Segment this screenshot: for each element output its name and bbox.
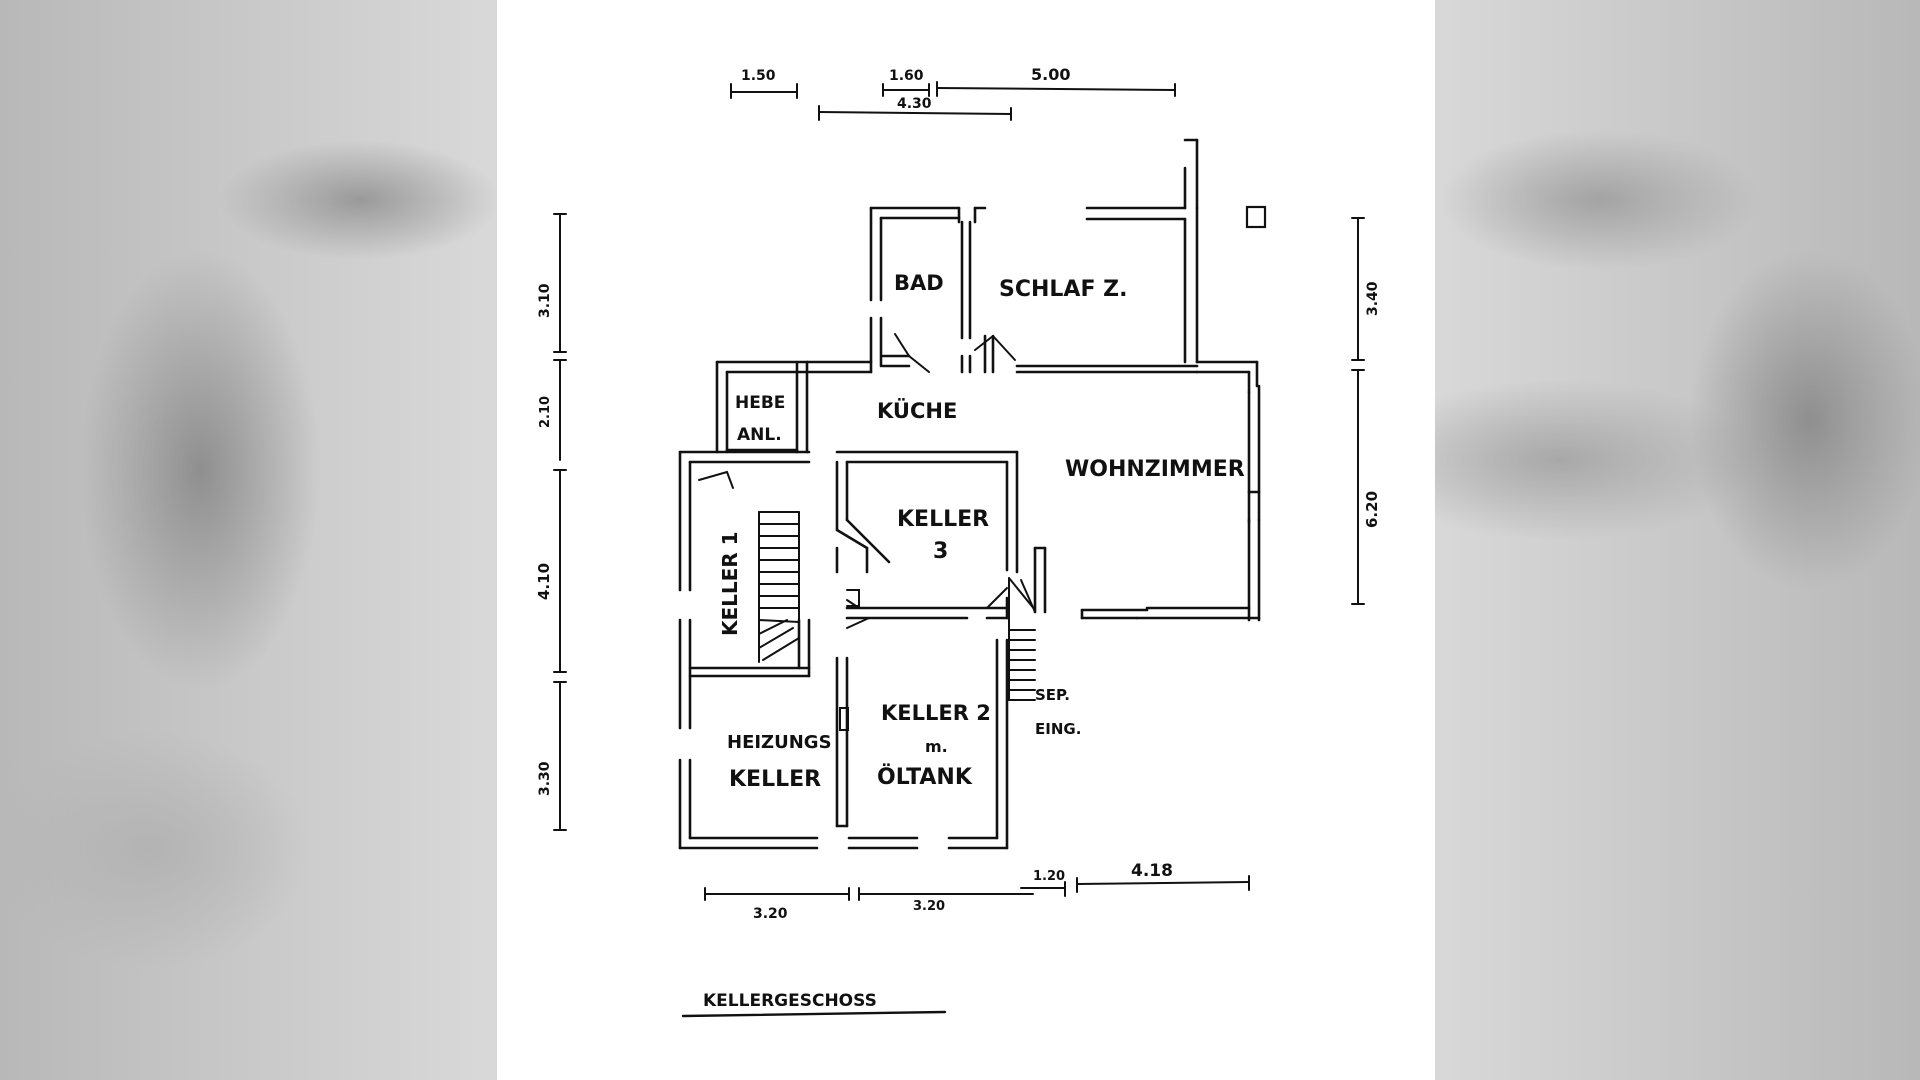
dim-top-1: 1.50 (741, 68, 776, 84)
room-label-keller-3: KELLER (897, 507, 989, 532)
dim-bottom-2: 3.20 (913, 899, 945, 914)
room-label-sep-eingang-1: SEP. (1035, 686, 1070, 704)
room-label-bad: BAD (894, 271, 944, 295)
room-label-kueche: KÜCHE (877, 398, 957, 423)
dim-left-3: 4.10 (535, 563, 553, 600)
door-swings (698, 333, 1016, 731)
dim-top-3: 5.00 (1031, 65, 1070, 84)
dim-bottom-1: 3.20 (753, 906, 788, 922)
dim-bottom-3: 1.20 (1033, 869, 1065, 884)
drawing-title: KELLERGESCHOSS (703, 991, 877, 1011)
dim-top-4: 4.30 (897, 96, 932, 112)
walls (678, 138, 1267, 850)
room-label-keller-2: KELLER 2 (881, 701, 991, 725)
dimension-lines (553, 81, 1365, 901)
room-label-hebeanlage-2: ANL. (737, 425, 782, 445)
room-label-wohnzimmer: WOHNZIMMER (1065, 457, 1245, 482)
dim-left-4: 3.30 (537, 761, 553, 796)
room-label-schlafzimmer: SCHLAF Z. (999, 277, 1127, 302)
room-label-keller-2-m: m. (925, 737, 948, 756)
room-label-heizung-2: KELLER (729, 767, 821, 792)
separate-entrance-stairs (1008, 577, 1036, 701)
dim-bottom-4: 4.18 (1131, 861, 1173, 881)
dim-right-1: 3.40 (1365, 281, 1381, 316)
dim-top-2: 1.60 (889, 68, 924, 84)
room-label-keller-1: KELLER 1 (718, 531, 742, 636)
room-label-oeltank: ÖLTANK (877, 764, 973, 790)
room-label-keller-3-number: 3 (933, 539, 948, 564)
room-label-heizung-1: HEIZUNGS (727, 732, 832, 753)
title-underline (681, 1010, 947, 1018)
dim-left-1: 3.10 (537, 283, 553, 318)
dim-right-2: 6.20 (1363, 491, 1381, 528)
dim-left-2: 2.10 (538, 396, 553, 428)
room-label-hebeanlage-1: HEBE (735, 393, 785, 413)
basement-stairs (758, 511, 800, 663)
floor-plan-drawing: BAD SCHLAF Z. HEBE ANL. KÜCHE WOHNZIMMER… (535, 65, 1381, 1018)
floor-plan-sheet: BAD SCHLAF Z. HEBE ANL. KÜCHE WOHNZIMMER… (497, 0, 1435, 1080)
room-label-sep-eingang-2: EING. (1035, 720, 1081, 738)
